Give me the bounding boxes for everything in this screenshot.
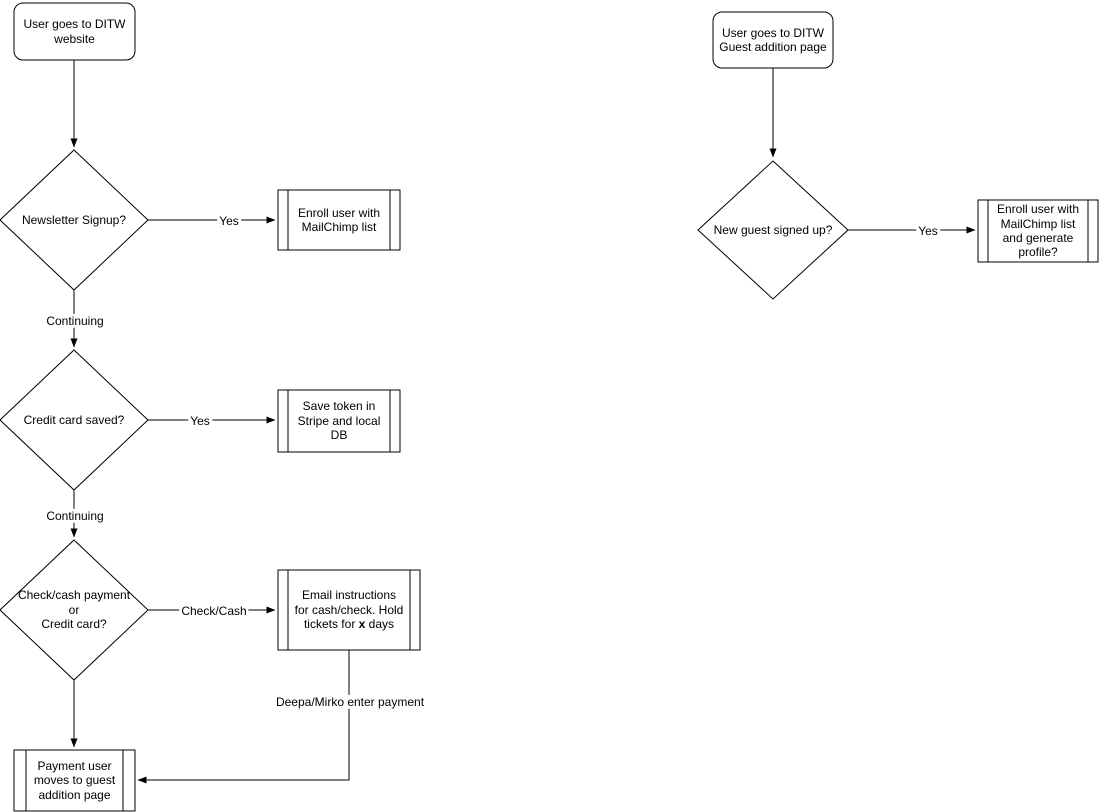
new-guest-signed-up-diamond[interactable] (697, 160, 849, 300)
edge-label-yes-newsletter: Yes (217, 213, 241, 229)
payment-user-moves-node[interactable] (13, 749, 136, 812)
edge-label-continuing-1: Continuing (44, 313, 106, 329)
edge-label-yes-credit: Yes (188, 413, 212, 429)
edge-label-yes-guest: Yes (916, 223, 940, 239)
start-guest-page-node[interactable] (712, 11, 834, 69)
start-website-node[interactable] (13, 2, 136, 61)
edge-label-deepa-mirko: Deepa/Mirko enter payment (273, 694, 427, 710)
edge-label-continuing-2: Continuing (44, 508, 106, 524)
email-instructions-node[interactable] (277, 569, 421, 651)
enroll-mailchimp-profile-node[interactable] (977, 199, 1099, 263)
edge-email-to-guestpage (137, 650, 350, 784)
payment-method-diamond[interactable] (0, 539, 149, 681)
save-token-node[interactable] (277, 389, 401, 453)
newsletter-signup-diamond[interactable] (0, 149, 149, 291)
credit-card-saved-diamond[interactable] (0, 349, 149, 491)
edge-label-check-cash: Check/Cash (179, 603, 249, 619)
enroll-mailchimp-node[interactable] (277, 189, 401, 251)
